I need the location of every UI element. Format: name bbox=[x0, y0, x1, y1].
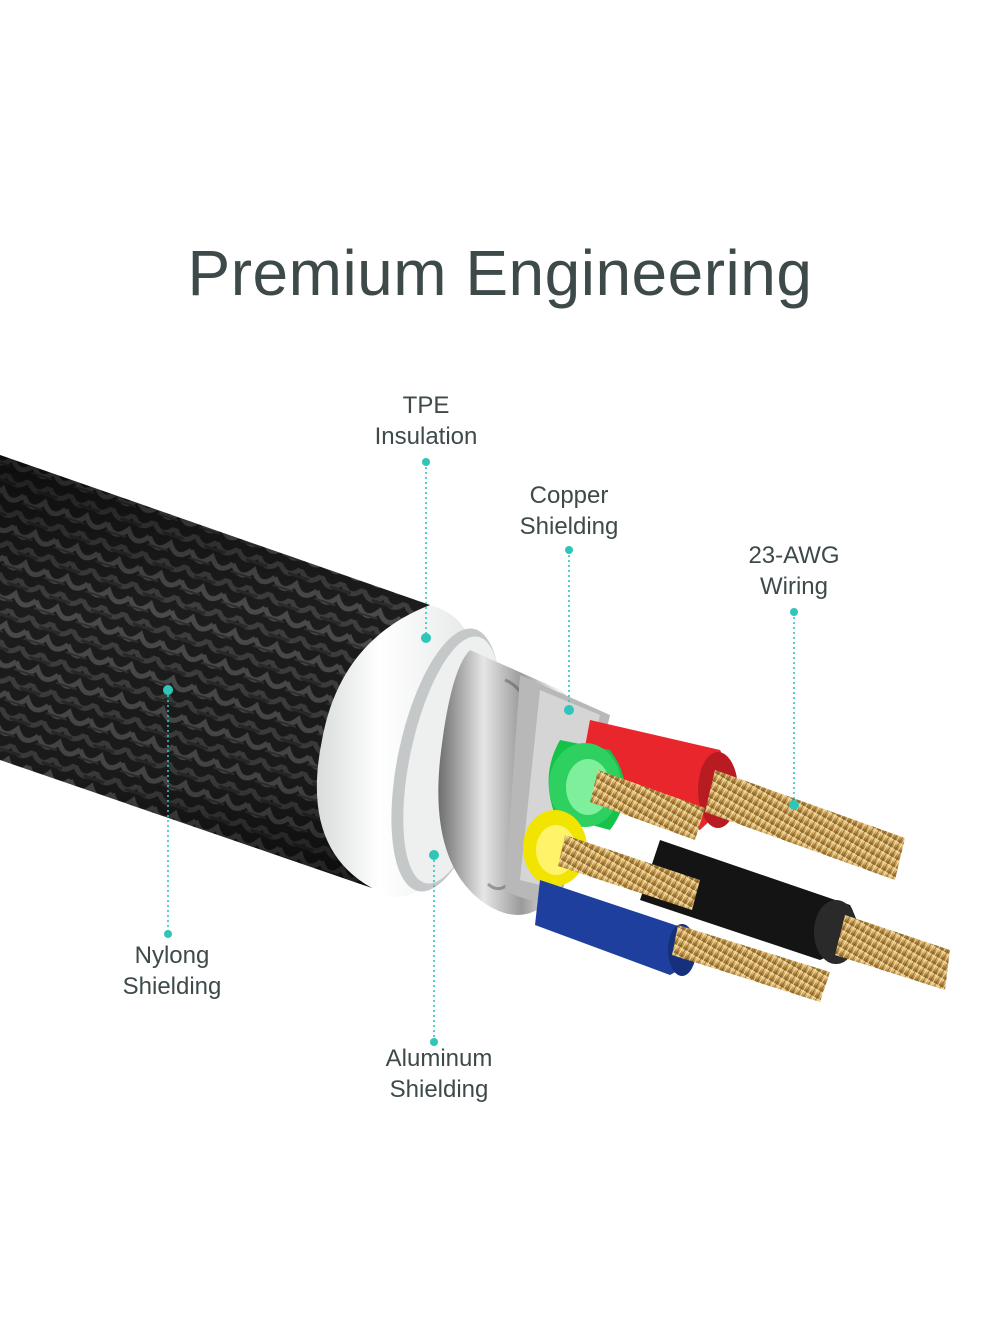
wire-black bbox=[640, 840, 950, 990]
callout-copper-shielding: Copper Shielding bbox=[519, 482, 619, 540]
callout-lines bbox=[163, 458, 799, 1046]
callout-tpe-insulation: TPE Insulation bbox=[374, 392, 478, 450]
callout-aluminum-shielding: Aluminum Shielding bbox=[385, 1045, 493, 1103]
page-title: Premium Engineering bbox=[187, 237, 813, 309]
callout-nylon-shielding: Nylong Shielding bbox=[122, 942, 222, 1000]
awg-callout-dot bbox=[790, 608, 798, 616]
wire-yellow bbox=[523, 810, 700, 910]
aluminum-callout-dot bbox=[429, 850, 439, 860]
copper-callout-dot bbox=[565, 546, 573, 554]
wire-blue bbox=[535, 880, 830, 1002]
tpe-callout-dot bbox=[422, 458, 430, 466]
wire-green bbox=[548, 740, 705, 840]
wire-red bbox=[575, 720, 905, 880]
nylon-callout-dot bbox=[163, 685, 173, 695]
callout-23awg-wiring: 23-AWG Wiring bbox=[748, 542, 840, 600]
